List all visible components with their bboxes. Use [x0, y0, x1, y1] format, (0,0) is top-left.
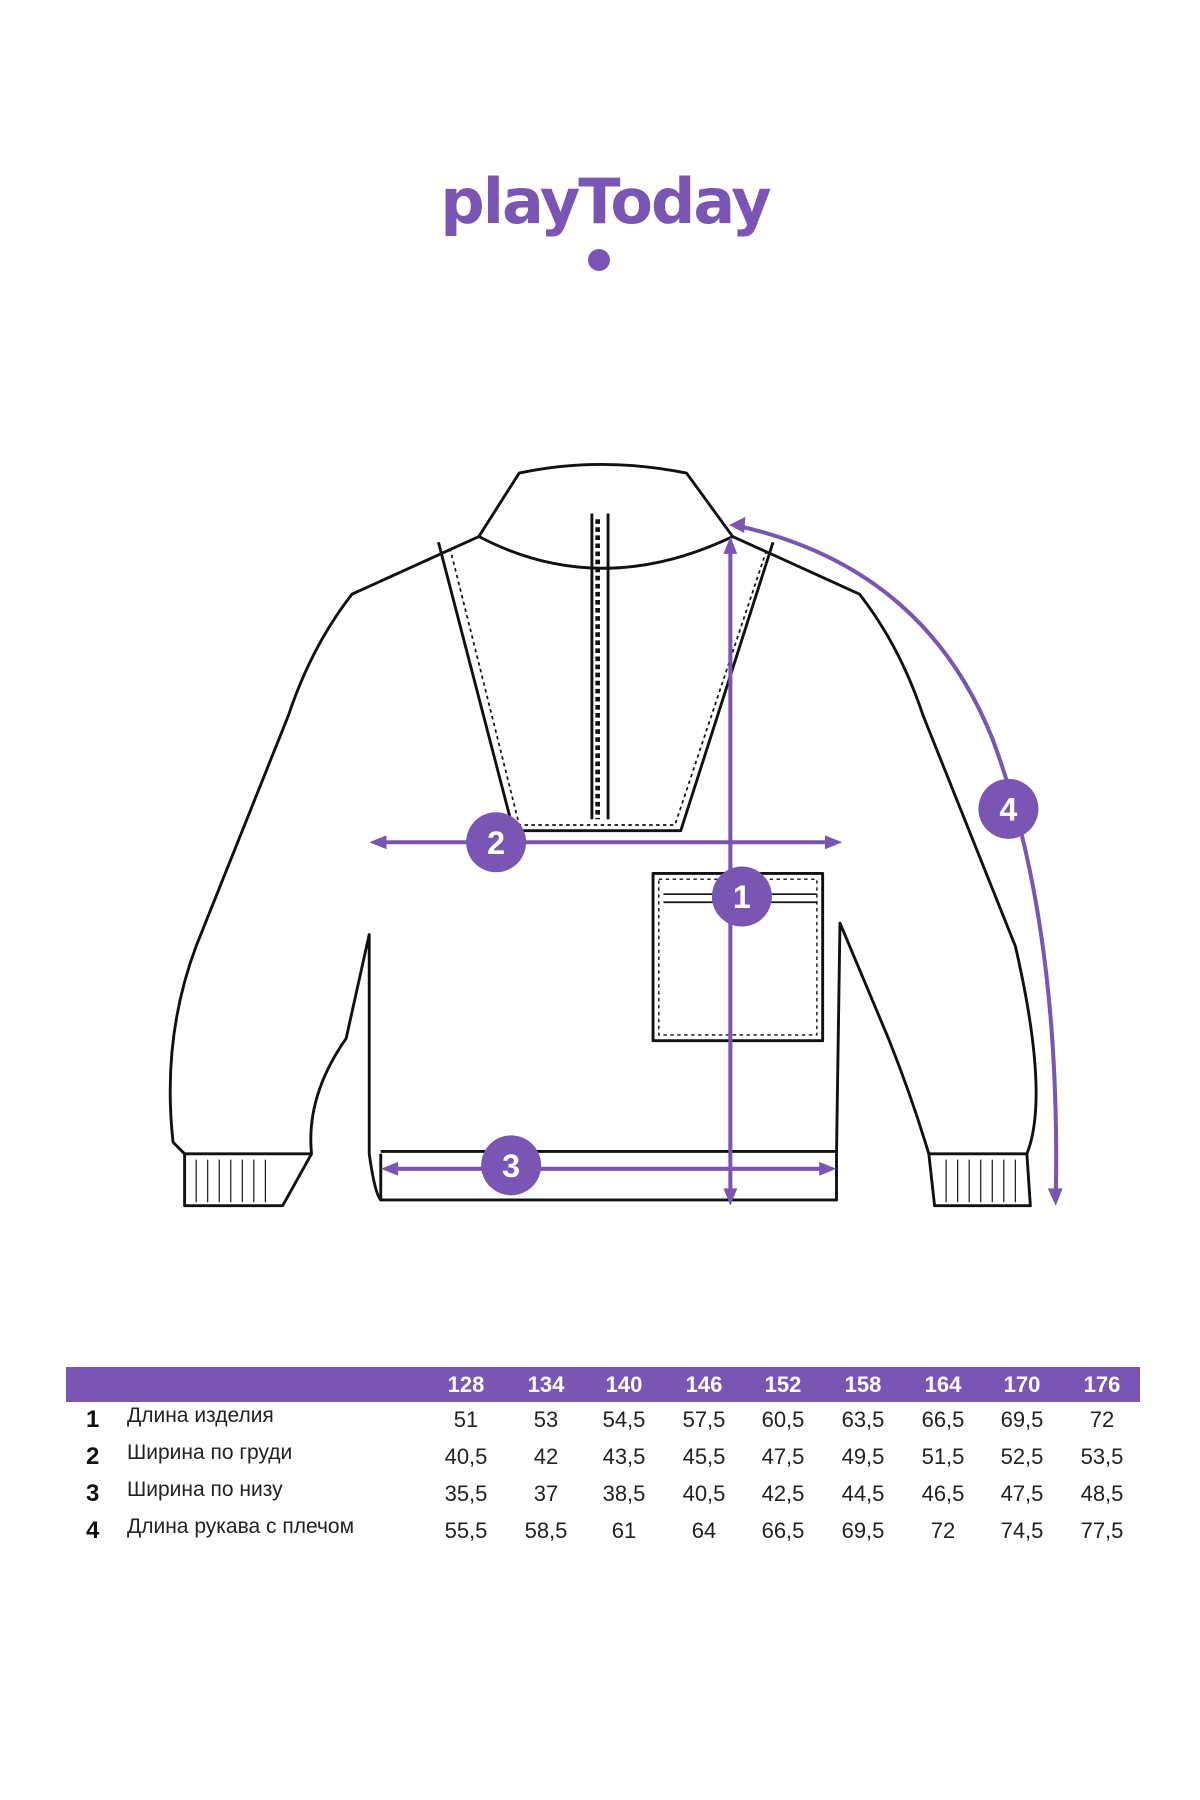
table-cell: 58,5	[524, 1518, 568, 1543]
table-cell: 63,5	[841, 1407, 885, 1432]
row-number: 1	[86, 1406, 100, 1433]
row-number: 4	[86, 1517, 100, 1544]
marker-2	[466, 812, 527, 873]
size-header: 146	[685, 1372, 723, 1397]
table-cell: 54,5	[602, 1407, 646, 1432]
table-cell: 51	[453, 1407, 479, 1432]
table-row: 1 Длина изделия 51 53 54,5 57,5 60,5 63,5 66,5 69…	[66, 1402, 1140, 1439]
brand-logo: playToday	[440, 165, 772, 275]
table-cell: 72	[930, 1518, 956, 1543]
table-cell: 53,5	[1080, 1444, 1124, 1469]
row-label: Ширина по груди	[127, 1441, 293, 1464]
row-label: Ширина по низу	[127, 1478, 283, 1501]
table-cell: 77,5	[1080, 1518, 1124, 1543]
table-cell: 43,5	[602, 1444, 646, 1469]
jacket-measurement-diagram: 1 2 3 4	[168, 462, 1063, 1208]
table-cell: 51,5	[921, 1444, 965, 1469]
table-cell: 42	[533, 1444, 559, 1469]
table-cell: 40,5	[682, 1481, 726, 1506]
table-cell: 47,5	[1000, 1481, 1044, 1506]
table-cell: 53	[533, 1407, 559, 1432]
table-cell: 42,5	[761, 1481, 805, 1506]
table-cell: 48,5	[1080, 1481, 1124, 1506]
row-label: Длина рукава с плечом	[127, 1515, 355, 1538]
size-header: 152	[764, 1372, 802, 1397]
table-cell: 38,5	[602, 1481, 646, 1506]
table-cell: 47,5	[761, 1444, 805, 1469]
table-cell: 55,5	[444, 1518, 488, 1543]
size-header: 164	[924, 1372, 962, 1397]
table-row: 3 Ширина по низу 35,5 37 38,5 40,5 42,5 44,5 46,…	[66, 1476, 1140, 1513]
row-label: Длина изделия	[127, 1404, 274, 1427]
marker-label-2: 2	[487, 825, 505, 861]
table-cell: 45,5	[682, 1444, 726, 1469]
table-row: 2 Ширина по груди 40,5 42 43,5 45,5 47,5 49,5 51…	[66, 1439, 1140, 1476]
marker-3	[481, 1135, 542, 1196]
table-row: 4 Длина рукава с плечом 55,5 58,5 61 64 66,5 69…	[66, 1513, 1140, 1550]
measurement-lines	[374, 523, 1059, 1200]
jacket-outline	[168, 462, 1038, 1208]
table-cell: 40,5	[444, 1444, 488, 1469]
marker-label-1: 1	[733, 879, 751, 915]
size-table-header: 128 134 140 146 152 158 164 170 176	[66, 1367, 1140, 1402]
table-cell: 60,5	[761, 1407, 805, 1432]
brand-logo-dot	[588, 249, 610, 271]
size-header: 134	[527, 1372, 565, 1397]
marker-label-4: 4	[999, 791, 1017, 827]
table-cell: 72	[1089, 1407, 1115, 1432]
marker-4	[978, 778, 1039, 839]
size-header: 158	[844, 1372, 882, 1397]
table-cell: 35,5	[444, 1481, 488, 1506]
marker-label-3: 3	[502, 1148, 520, 1184]
table-cell: 69,5	[841, 1518, 885, 1543]
table-cell: 69,5	[1000, 1407, 1044, 1432]
size-header: 170	[1003, 1372, 1041, 1397]
size-header: 140	[605, 1372, 643, 1397]
table-cell: 52,5	[1000, 1444, 1044, 1469]
size-header: 128	[447, 1372, 485, 1397]
measure-line-4	[733, 523, 1059, 1200]
table-cell: 44,5	[841, 1481, 885, 1506]
row-number: 3	[86, 1480, 100, 1507]
table-cell: 66,5	[921, 1407, 965, 1432]
size-header: 176	[1083, 1372, 1121, 1397]
table-cell: 61	[611, 1518, 637, 1543]
row-number: 2	[86, 1443, 100, 1470]
table-cell: 74,5	[1000, 1518, 1044, 1543]
marker-1	[711, 866, 772, 927]
table-cell: 66,5	[761, 1518, 805, 1543]
table-cell: 57,5	[682, 1407, 726, 1432]
brand-logo-text: playToday	[440, 165, 771, 238]
table-cell: 37	[533, 1481, 559, 1506]
table-cell: 46,5	[921, 1481, 965, 1506]
markers	[369, 516, 1063, 1206]
table-cell: 64	[691, 1518, 717, 1543]
table-cell: 49,5	[841, 1444, 885, 1469]
